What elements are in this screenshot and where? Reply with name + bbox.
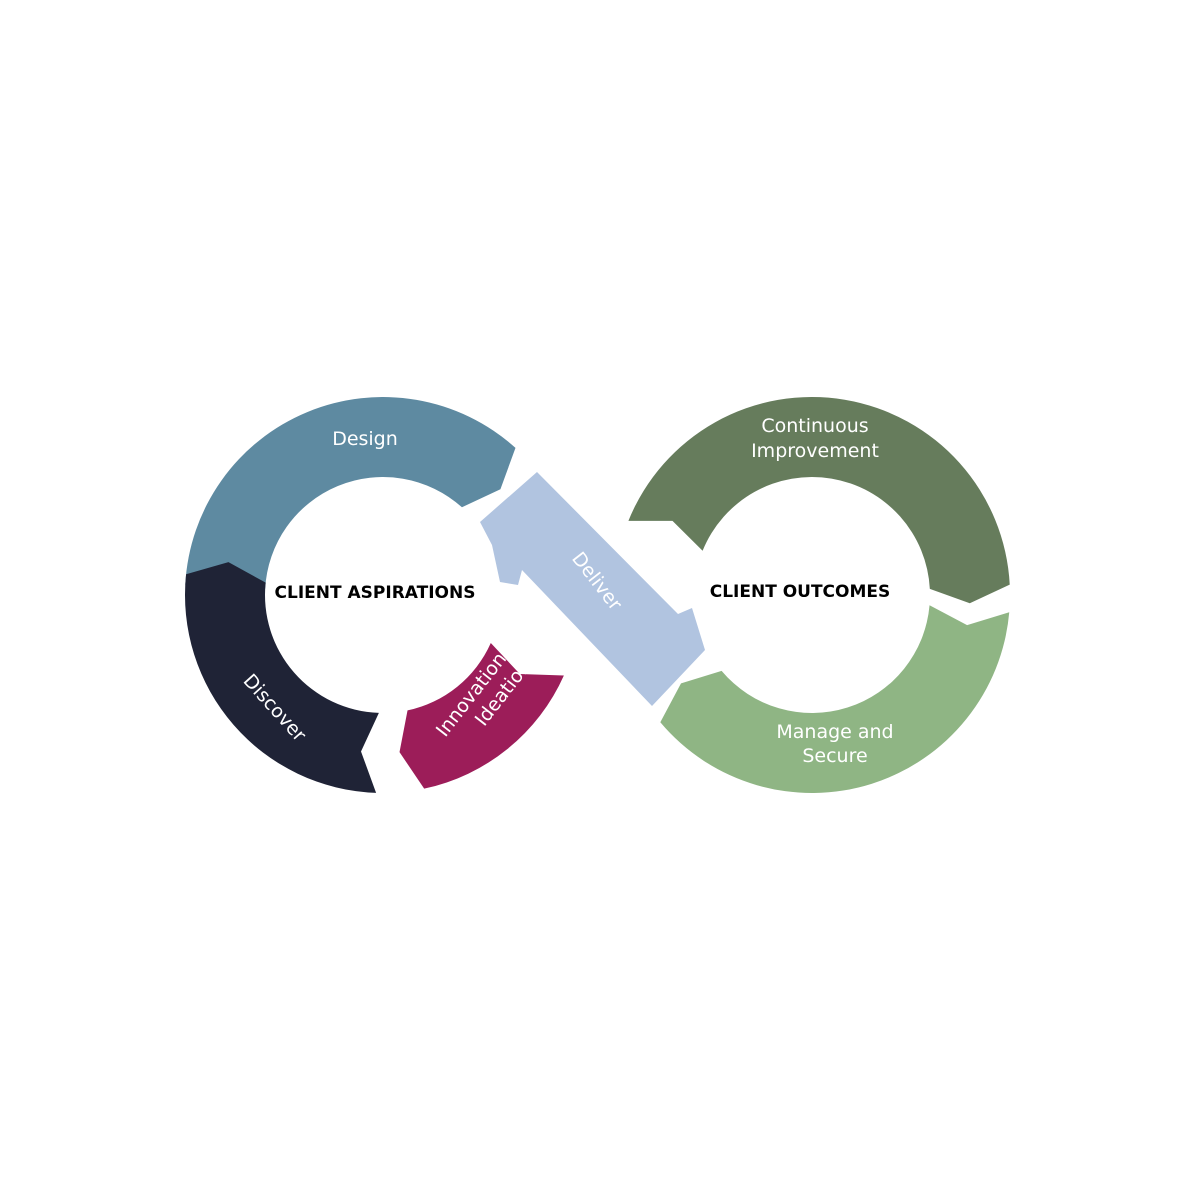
client-aspirations-label: CLIENT ASPIRATIONS bbox=[275, 583, 476, 603]
continuous-label-line2: Improvement bbox=[751, 440, 879, 462]
manage-label-line2: Secure bbox=[802, 745, 867, 767]
design-segment bbox=[185, 397, 516, 589]
continuous-label-line1: Continuous bbox=[761, 415, 868, 437]
manage-secure-segment bbox=[660, 605, 1010, 794]
discover-segment bbox=[184, 562, 379, 793]
client-outcomes-label: CLIENT OUTCOMES bbox=[710, 582, 891, 602]
continuous-improvement-segment bbox=[628, 397, 1010, 604]
innovation-ideation-segment bbox=[399, 642, 564, 789]
deliver-double-arrow bbox=[480, 472, 705, 706]
manage-label-line1: Manage and bbox=[776, 721, 893, 743]
design-label: Design bbox=[332, 428, 398, 450]
